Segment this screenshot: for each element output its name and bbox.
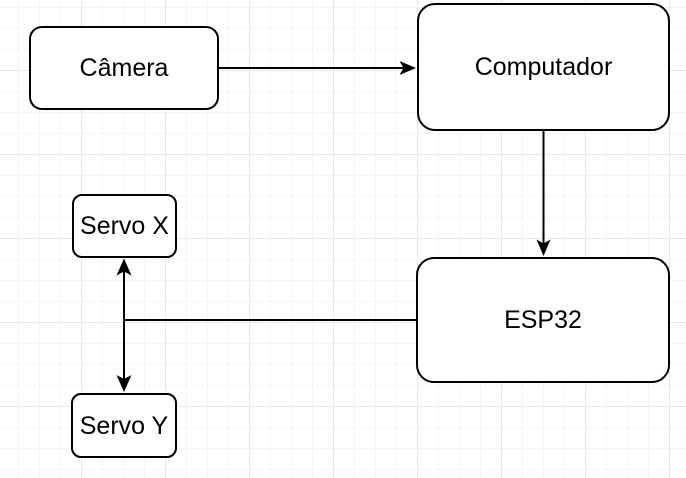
node-servo-y: Servo Y xyxy=(71,393,177,458)
node-camera: Câmera xyxy=(29,26,219,110)
node-computador-label: Computador xyxy=(474,53,613,81)
node-esp32-label: ESP32 xyxy=(504,306,582,334)
node-computador: Computador xyxy=(417,3,670,131)
node-esp32: ESP32 xyxy=(416,257,670,383)
node-camera-label: Câmera xyxy=(79,54,169,82)
node-servo-x: Servo X xyxy=(72,194,177,258)
node-servo-y-label: Servo Y xyxy=(79,411,169,440)
node-servo-x-label: Servo X xyxy=(80,212,169,240)
